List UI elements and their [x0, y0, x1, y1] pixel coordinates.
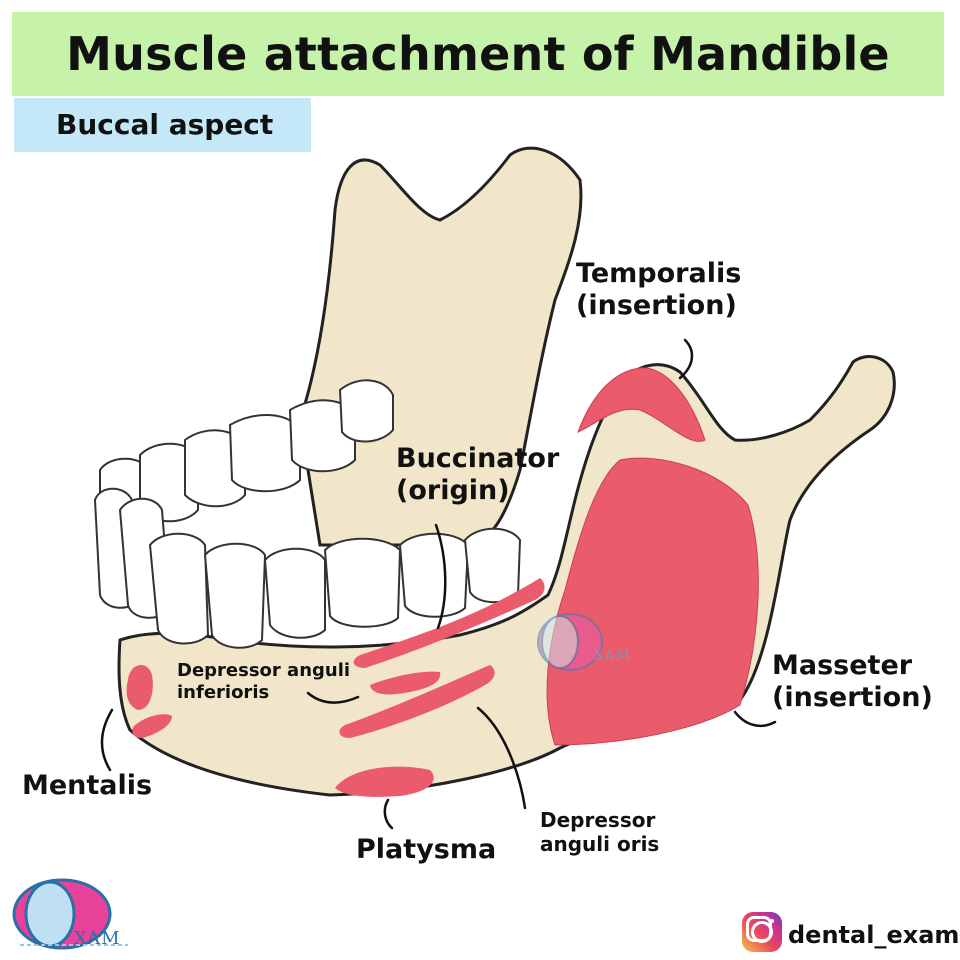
muscle-attachments: [126, 367, 759, 797]
tooth: [228, 414, 301, 493]
mentalis-attachment-upper: [126, 664, 153, 710]
watermark-logo: [537, 613, 603, 671]
buccinator-attachment: [353, 578, 545, 668]
depressor-anguli-inferioris-leader: [306, 691, 360, 704]
masseter-attachment: [546, 457, 759, 746]
tooth: [203, 542, 267, 649]
masseter-leader: [733, 710, 777, 728]
tooth: [398, 532, 470, 618]
tooth: [323, 537, 402, 628]
mentalis-attachment-lower: [132, 714, 172, 738]
platysma-leader: [383, 798, 394, 830]
watermark-text: XAM: [594, 648, 631, 664]
social-handle[interactable]: dental_exam: [788, 921, 960, 949]
tooth: [263, 547, 326, 639]
tooth: [338, 379, 394, 443]
platysma-attachment: [335, 766, 434, 797]
subtitle-banner: Buccal aspect: [14, 98, 311, 152]
page-subtitle: Buccal aspect: [56, 108, 274, 141]
mentalis-leader: [100, 708, 114, 772]
label-masseter: Masseter (insertion): [772, 650, 933, 714]
tooth: [148, 532, 210, 645]
buccinator-leader: [434, 523, 447, 630]
label-buccinator: Buccinator (origin): [396, 443, 560, 507]
depressor-anguli-oris-leader: [476, 706, 527, 810]
temporalis-leader: [678, 338, 694, 380]
label-depressor-anguli-inferioris: Depressor anguli inferioris: [177, 660, 351, 703]
label-platysma: Platysma: [356, 834, 497, 865]
temporalis-attachment: [577, 367, 706, 442]
page-title: Muscle attachment of Mandible: [66, 27, 890, 81]
label-temporalis: Temporalis (insertion): [576, 258, 742, 322]
instagram-icon[interactable]: [742, 912, 782, 952]
tooth: [288, 399, 356, 473]
label-mentalis: Mentalis: [22, 770, 153, 801]
label-depressor-anguli-oris: Depressor anguli oris: [540, 808, 660, 856]
leader-lines: [100, 338, 777, 830]
coronoid-process: [298, 146, 583, 547]
brand-logo: [12, 878, 128, 950]
lower-teeth: [93, 487, 522, 649]
tooth: [463, 527, 522, 604]
depressor-anguli-inferioris-attachment: [370, 671, 441, 695]
depressor-anguli-oris-attachment: [339, 665, 495, 738]
title-banner: Muscle attachment of Mandible: [12, 12, 944, 96]
logo-text: XAM: [74, 928, 121, 949]
